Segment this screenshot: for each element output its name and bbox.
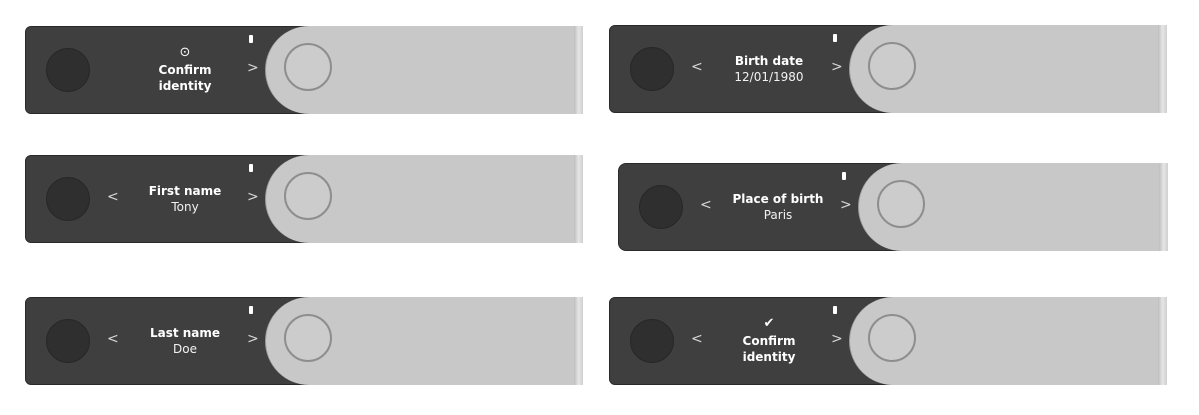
swivel-cover <box>265 297 583 385</box>
screen-value: Paris <box>763 208 793 222</box>
device-left-button[interactable] <box>46 319 90 363</box>
screen-value: Doe <box>173 342 197 356</box>
screen-title: Place of birth <box>732 192 824 206</box>
eye-icon: ⊙ <box>179 45 191 60</box>
screen-value: 12/01/1980 <box>734 70 804 84</box>
chevron-right-icon[interactable]: > <box>831 59 843 75</box>
device-screen: Place of birth Paris <box>718 163 838 251</box>
device-screen: ✔ Confirm identity <box>709 297 829 385</box>
device-right-button[interactable] <box>284 314 332 362</box>
screen-title: Confirm identity <box>742 334 796 364</box>
hardware-wallet-last-name: < Last name Doe > <box>25 297 583 385</box>
hardware-wallet-first-name: < First name Tony > <box>25 155 583 243</box>
swivel-cover <box>265 155 583 243</box>
screen-title: Birth date <box>734 54 804 68</box>
device-left-button[interactable] <box>630 47 674 91</box>
screen-title: First name <box>148 184 222 198</box>
chevron-left-icon[interactable]: < <box>107 189 119 205</box>
battery-icon <box>249 164 253 172</box>
device-right-button[interactable] <box>284 172 332 220</box>
device-left-button[interactable] <box>630 319 674 363</box>
device-screen: First name Tony <box>125 155 245 243</box>
battery-icon <box>249 306 253 314</box>
battery-icon <box>249 35 253 43</box>
device-right-button[interactable] <box>877 180 925 228</box>
chevron-left-icon[interactable]: < <box>691 331 703 347</box>
screen-value: Tony <box>171 200 199 214</box>
device-right-button[interactable] <box>284 43 332 91</box>
device-left-button[interactable] <box>46 48 90 92</box>
hardware-wallet-birth-date: < Birth date 12/01/1980 > <box>609 25 1167 113</box>
chevron-left-icon[interactable]: < <box>107 331 119 347</box>
device-right-button[interactable] <box>868 42 916 90</box>
chevron-right-icon[interactable]: > <box>831 331 843 347</box>
screen-title: Confirm identity <box>158 63 212 93</box>
chevron-left-icon[interactable]: < <box>691 59 703 75</box>
screen-title: Last name <box>149 326 221 340</box>
swivel-cover <box>265 26 583 114</box>
device-screen: ⊙ Confirm identity <box>125 26 245 114</box>
hardware-wallet-confirm-identity: ⊙ Confirm identity > <box>25 26 583 114</box>
chevron-right-icon[interactable]: > <box>247 189 259 205</box>
checkmark-icon: ✔ <box>763 316 775 331</box>
chevron-right-icon[interactable]: > <box>247 60 259 76</box>
device-left-button[interactable] <box>46 177 90 221</box>
battery-icon <box>833 306 837 314</box>
swivel-cover <box>858 163 1168 251</box>
swivel-cover <box>849 297 1167 385</box>
chevron-right-icon[interactable]: > <box>247 331 259 347</box>
battery-icon <box>842 172 846 180</box>
device-screen: Last name Doe <box>125 297 245 385</box>
device-right-button[interactable] <box>868 314 916 362</box>
hardware-wallet-place-of-birth: < Place of birth Paris > <box>618 163 1168 251</box>
chevron-left-icon[interactable]: < <box>700 197 712 213</box>
hardware-wallet-confirm-identity-check: < ✔ Confirm identity > <box>609 297 1167 385</box>
swivel-cover <box>849 25 1167 113</box>
device-left-button[interactable] <box>639 185 683 229</box>
chevron-right-icon[interactable]: > <box>840 197 852 213</box>
battery-icon <box>833 34 837 42</box>
device-screen: Birth date 12/01/1980 <box>709 25 829 113</box>
